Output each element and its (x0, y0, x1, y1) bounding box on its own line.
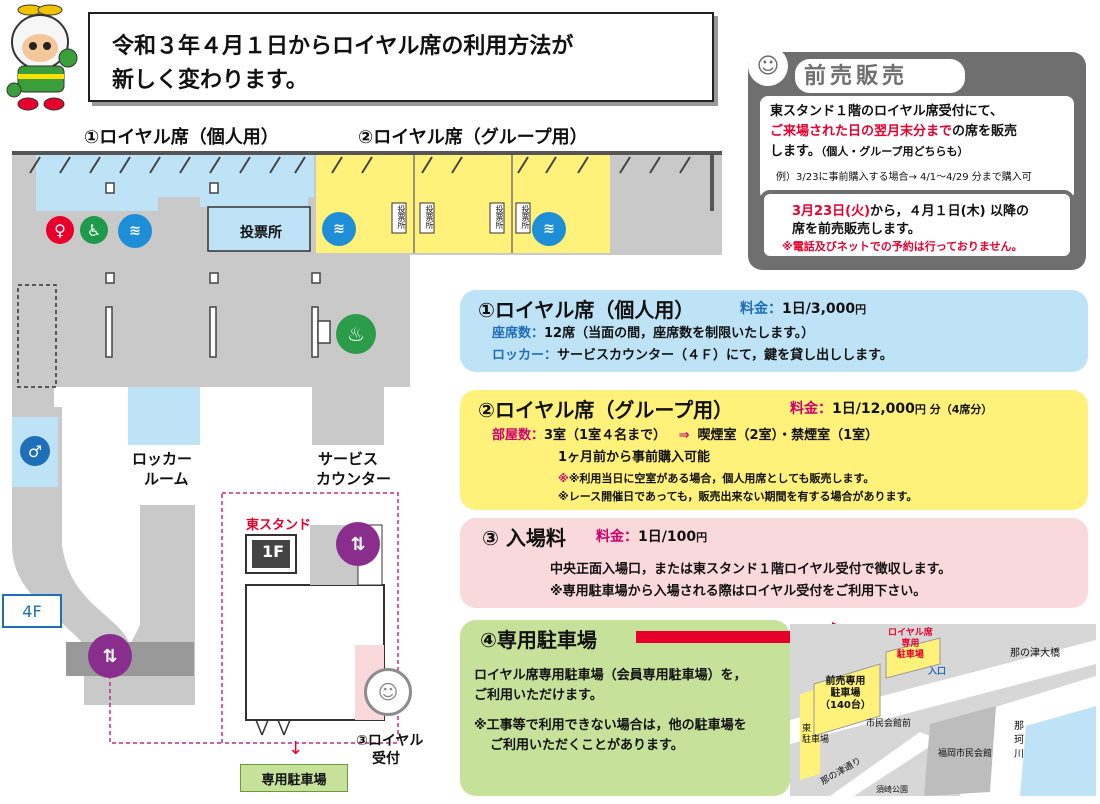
info2-price-label: 料金： (790, 401, 832, 417)
minimap-river-2: 珂 (1014, 735, 1024, 746)
presale-line2: の席を販売 (952, 124, 1018, 139)
info3-price: 1日/100 (638, 529, 697, 545)
minimap-presale-parking-1: 前売専用 (825, 676, 866, 687)
presale-note: ※電話及びネットでの予約は行っておりません。 (782, 240, 1023, 253)
info1-price-label: 料金： (740, 301, 782, 317)
smoking-area-icon: ≋ (322, 212, 356, 246)
locker-room-label-2: ルーム (144, 470, 189, 488)
minimap-river-1: 那 (1014, 721, 1024, 732)
mascot-character (4, 4, 84, 114)
info2-title: ②ロイヤル席（グループ用） (478, 398, 734, 422)
presale-line3: します。 (770, 144, 821, 159)
minimap-entrance: 入口 (928, 667, 947, 677)
presale-info: 東スタンド１階のロイヤル席受付にて、 ご来場された日の翌月末分までの席を販売 し… (760, 96, 1074, 200)
info3-line1: 中央正面入場口，または東スタンド１階ロイヤル受付で徴収します。 (550, 562, 952, 577)
info3-price-label: 料金： (596, 529, 638, 545)
down-arrow-icon: ↓ (288, 738, 304, 759)
banner-line-1: 令和３年４月１日からロイヤル席の利用方法が (112, 34, 574, 59)
elevator-icon: ⇅ (336, 522, 380, 566)
info1-price: 1日/3,000 (782, 301, 856, 317)
info2-rooms-detail: 喫煙室（2室）・禁煙室（1室） (697, 428, 879, 443)
info2-advance: 1ヶ月前から事前購入可能 (558, 450, 711, 465)
smoking-area-icon: ≋ (118, 214, 152, 248)
voting-booth-small-label: 投票所 (521, 205, 530, 229)
parking-label: 専用駐車場 (240, 764, 348, 792)
info3-price-unit: 円 (696, 531, 708, 544)
info4-line1: ロイヤル席専用駐車場（会員専用駐車場）を， (474, 668, 747, 683)
presale-example: 例）3/23に事前購入する場合→ 4/1〜4/29 分まで購入可 (776, 172, 1032, 183)
info4-note1: ※工事等で利用できない場合は，他の駐車場を (474, 718, 747, 733)
info-box-admission: ③ 入場料 料金：1日/100円 中央正面入場口，または東スタンド１階ロイヤル受… (460, 518, 1088, 608)
women-restroom-icon: ♀ (46, 216, 74, 244)
floor-4f-label: 4F (2, 594, 62, 628)
minimap-royal-parking-1: ロイヤル席 (888, 628, 933, 638)
info2-price: 1日/12,000 (832, 401, 915, 417)
info1-price-unit: 円 (855, 303, 867, 316)
voting-booth-small-label: 投票所 (425, 205, 434, 229)
info2-rooms-label: 部屋数： (492, 428, 545, 443)
info4-note2: ご利用いただくことがあります。 (490, 738, 684, 753)
presale-line3-note: （個人・グループ用どちらも） (820, 145, 969, 158)
info1-title: ①ロイヤル席（個人用） (478, 298, 695, 322)
reception-staff-icon: ☺ (364, 668, 412, 716)
locker-room-label-1: ロッカー (132, 450, 193, 468)
east-stand-label: 東スタンド (246, 518, 312, 533)
men-restroom-icon: ♂ (20, 436, 50, 466)
minimap-presale-parking-2: 駐車場 (830, 688, 861, 699)
royal-reception-label-2: 受付 (372, 751, 400, 767)
presale-line1: 東スタンド１階のロイヤル席受付にて、 (770, 104, 1003, 119)
banner-line-2: 新しく変わります。 (112, 68, 308, 93)
presale-title: 前売販売 (804, 64, 909, 89)
info2-price-unit: 円 分（4席分） (914, 403, 993, 416)
minimap-road-top: 那の津大橋 (1010, 648, 1060, 659)
map-section1-title: ①ロイヤル席（個人用） (84, 127, 279, 148)
minimap-presale-parking-3: （140台） (820, 700, 871, 711)
info1-seats: 12席（当面の間，座席数を制限いたします。） (544, 326, 815, 341)
smoking-area-icon: ≋ (532, 212, 566, 246)
minimap-river-3: 川 (1014, 749, 1024, 760)
minimap-royal-parking-3: 駐車場 (896, 650, 924, 660)
minimap-hall: 福岡市民会館 (938, 749, 993, 759)
info1-locker: サービスカウンター（４Ｆ）にて，鍵を貸し出しします。 (557, 348, 893, 363)
voting-booth-small-label: 投票所 (397, 205, 406, 229)
east-stand-floor-label: 1F (262, 542, 285, 561)
info3-line2: ※専用駐車場から入場される際はロイヤル受付をご利用下さい。 (550, 584, 927, 599)
info4-title: ④専用駐車場 (480, 628, 597, 652)
voting-booth-small-label: 投票所 (495, 205, 504, 229)
elevator-icon: ⇅ (88, 634, 132, 678)
right-arrow-icon: ⇒ (678, 428, 690, 443)
presale-date: 3月23日(火) (792, 204, 871, 219)
presale-date-box: 3月23日(火)から，４月１日(木) 以降の 席を前売販売します。 ※電話及びネ… (760, 190, 1074, 260)
info1-locker-label: ロッカー： (492, 348, 558, 363)
minimap-royal-parking-2: 専用 (901, 639, 920, 649)
announcement-banner: 令和３年４月１日からロイヤル席の利用方法が 新しく変わります。 (88, 12, 714, 102)
info4-line2: ご利用いただけます。 (474, 688, 603, 703)
info2-note2: ※レース開催日であっても，販売出来ない期間を有する場合があります。 (558, 490, 918, 503)
map-section2-title: ②ロイヤル席（グループ用） (358, 127, 588, 148)
service-counter-label-2: カウンター (316, 470, 392, 488)
parking-mini-map: ロイヤル席 専用 駐車場 入口 那の津大橋 前売専用 駐車場 （140台） 東 … (790, 624, 1096, 796)
info-box-parking: ④専用駐車場 ロイヤル席専用駐車場（会員専用駐車場）を， ご利用いただけます。 … (460, 620, 790, 796)
minimap-east-parking-1: 東 (802, 724, 812, 734)
info-box-group: ②ロイヤル席（グループ用） 料金：1日/12,000円 分（4席分） 部屋数：3… (460, 390, 1088, 510)
voting-booth-label: 投票所 (240, 225, 282, 241)
info2-rooms: 3室（1室４名まで） (544, 428, 667, 443)
presale-highlight: ご来場された日の翌月末分まで (770, 124, 953, 139)
minimap-park: 須崎公園 (876, 785, 908, 794)
service-counter-label-1: サービス (318, 450, 379, 468)
minimap-hall-front: 市民会館前 (866, 719, 912, 729)
royal-reception-label-1: ③ロイヤル (356, 733, 424, 749)
presale-panel: ☺ 前売販売 東スタンド１階のロイヤル席受付にて、 ご来場された日の翌月末分まで… (748, 46, 1086, 270)
trash-bin-icon: ♨ (336, 314, 376, 354)
info1-seats-label: 座席数： (492, 326, 545, 341)
info-box-individual: ①ロイヤル席（個人用） 料金：1日/3,000円 座席数：12席（当面の間，座席… (460, 290, 1088, 372)
presale-date-line2: 席を前売販売します。 (792, 222, 921, 237)
reception-staff-icon: ☺ (748, 46, 788, 86)
info3-title: ③ 入場料 (482, 526, 566, 550)
minimap-east-parking-2: 駐車場 (802, 735, 830, 745)
accessible-icon: ♿ (80, 216, 108, 244)
info2-note1: ※利用当日に空室がある場合，個人用席としても販売します。 (568, 472, 875, 485)
presale-date-rest: から，４月１日(木) 以降の (870, 204, 1030, 219)
